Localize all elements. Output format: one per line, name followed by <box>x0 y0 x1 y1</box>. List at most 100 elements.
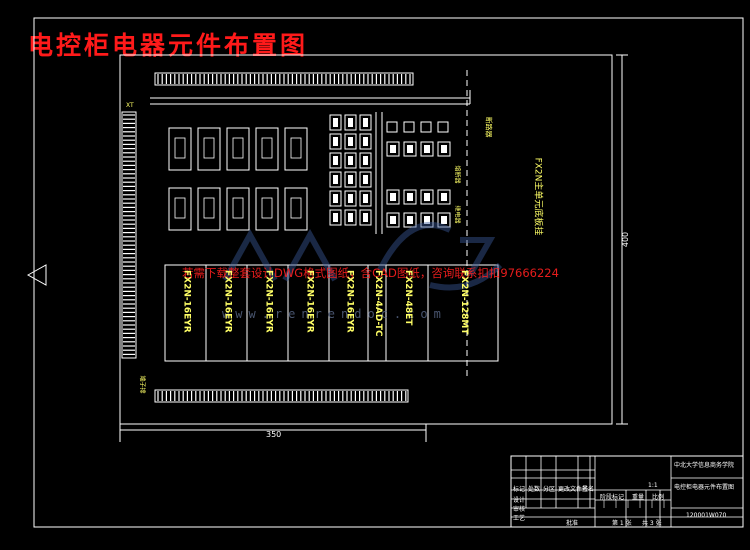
contactor-cell <box>344 114 357 131</box>
top-wire-duct <box>154 72 414 86</box>
relay-block <box>197 187 221 231</box>
scale-value: 1:1 <box>648 482 658 489</box>
breaker-block <box>437 212 451 228</box>
dimension-height: 400 <box>621 231 631 248</box>
relay-block <box>226 127 250 171</box>
relay-inner <box>203 137 215 159</box>
contactor-core <box>363 156 368 165</box>
breaker-block <box>403 212 417 228</box>
indicator-block <box>437 121 449 133</box>
relay-block <box>168 127 192 171</box>
breaker-block <box>437 189 451 205</box>
breaker-core <box>407 216 413 224</box>
relay-inner <box>203 197 215 219</box>
outer-border <box>33 17 744 528</box>
contactor-core <box>348 194 353 203</box>
row-label: 签名 <box>582 486 595 493</box>
relay-inner <box>290 197 302 219</box>
sheet-total: 共 3 张 <box>642 520 662 527</box>
contactor-core <box>348 156 353 165</box>
drawing-name: 电控柜电器元件布置图 <box>674 484 735 491</box>
relay-block <box>284 127 308 171</box>
ratio-label: 比例 <box>652 494 665 501</box>
contactor-core <box>348 137 353 146</box>
drawing-number: 120001W070 <box>686 512 727 519</box>
row-label: 分区 <box>543 486 556 493</box>
stage-label: 阶段标记 <box>600 494 625 501</box>
relay-group <box>168 127 308 231</box>
relay-inner <box>261 137 273 159</box>
relay-inner <box>261 197 273 219</box>
contactor-core <box>363 194 368 203</box>
breaker-core <box>424 193 430 201</box>
contactor-core <box>348 213 353 222</box>
plc-module-label: FX2N-48ET <box>403 270 413 326</box>
role-label: 设计 <box>513 497 526 504</box>
relay-block <box>284 187 308 231</box>
breaker-core <box>441 216 447 224</box>
contactor-cell <box>344 133 357 150</box>
plc-module-label: FX2N-4AD-TC <box>373 270 383 337</box>
title-block-grid <box>511 456 743 527</box>
contactor-cell <box>344 190 357 207</box>
relay-block <box>255 187 279 231</box>
role-label: 批准 <box>566 520 579 527</box>
contactor-core <box>363 118 368 127</box>
relay-inner <box>232 197 244 219</box>
terminal-label: 端子排 <box>138 375 146 394</box>
relay-inner <box>232 137 244 159</box>
relay-inner <box>290 137 302 159</box>
duct-body <box>154 72 414 86</box>
breaker-block <box>386 141 400 157</box>
relay-label: 继电器 <box>453 205 461 224</box>
contactor-cell <box>329 171 342 188</box>
contactor-cell <box>359 209 372 226</box>
contactor-core <box>333 175 338 184</box>
breaker-block <box>420 189 434 205</box>
contactor-core <box>363 213 368 222</box>
plc-module-label: FX2N-128MT <box>459 270 469 335</box>
contactor-cell <box>359 152 372 169</box>
contactor-core <box>333 156 338 165</box>
cabinet-panel <box>119 54 613 425</box>
plc-module-label: FX2N-16EYR <box>304 270 315 333</box>
contactor-cell <box>329 114 342 131</box>
breaker-block <box>386 189 400 205</box>
terminal-strip <box>121 111 137 359</box>
contactor-core <box>363 137 368 146</box>
breaker-core <box>407 193 413 201</box>
contactor-cell <box>329 133 342 150</box>
contactor-cell <box>329 209 342 226</box>
plc-modules <box>164 264 499 362</box>
relay-block <box>168 187 192 231</box>
breaker-label: 断路器 <box>484 116 493 138</box>
breaker-block <box>403 141 417 157</box>
row-label: 处数 <box>528 486 541 493</box>
indicator-block <box>420 121 432 133</box>
plc-module <box>427 264 499 362</box>
contactor-cell <box>344 171 357 188</box>
bottom-wire-duct <box>154 389 409 403</box>
plc-module-label: FX2N-16EYR <box>222 270 233 333</box>
breaker-block <box>403 189 417 205</box>
breaker-core <box>390 216 396 224</box>
relay-block <box>255 127 279 171</box>
breaker-core <box>424 216 430 224</box>
weight-label: 重量 <box>632 494 645 501</box>
contactor-core <box>348 118 353 127</box>
breaker-block <box>437 141 451 157</box>
breaker-core <box>390 193 396 201</box>
contactor-cell <box>329 152 342 169</box>
duct-body <box>121 111 137 359</box>
relay-inner <box>174 197 186 219</box>
contactor-core <box>333 194 338 203</box>
relay-block <box>197 127 221 171</box>
relay-inner <box>174 137 186 159</box>
row-label: 更改文件号 <box>558 486 589 493</box>
fuse-label: 熔断器 <box>453 165 461 184</box>
contactor-cell <box>344 152 357 169</box>
contactor-core <box>333 213 338 222</box>
contactor-core <box>333 118 338 127</box>
breaker-block <box>420 141 434 157</box>
